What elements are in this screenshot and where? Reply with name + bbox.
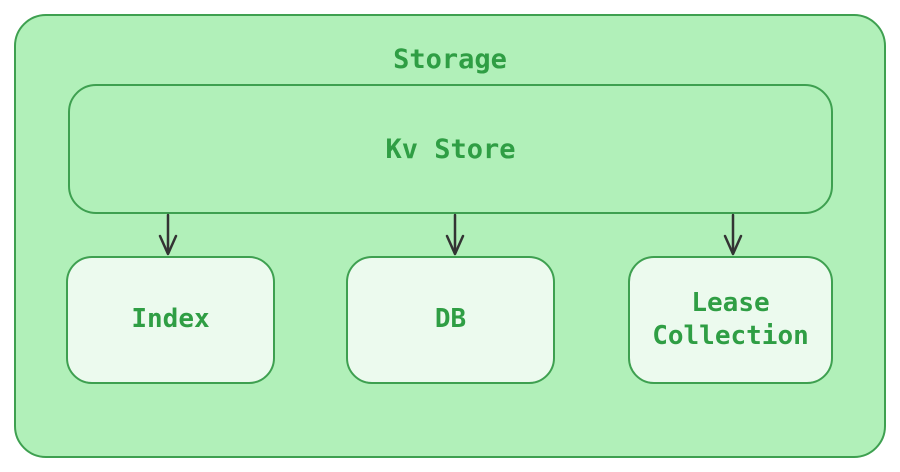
db-node-label: DB bbox=[434, 304, 467, 335]
kv-store-label: Kv Store bbox=[385, 133, 516, 165]
db-node: DB bbox=[346, 256, 555, 384]
index-node-label: Index bbox=[131, 304, 210, 335]
index-node: Index bbox=[66, 256, 275, 384]
lease-collection-node: Lease Collection bbox=[628, 256, 833, 384]
lease-collection-node-label: Lease Collection bbox=[652, 287, 809, 351]
storage-group-label: Storage bbox=[393, 44, 507, 75]
storage-group-node: Storage bbox=[14, 14, 886, 458]
kv-store-node: Kv Store bbox=[68, 84, 833, 214]
